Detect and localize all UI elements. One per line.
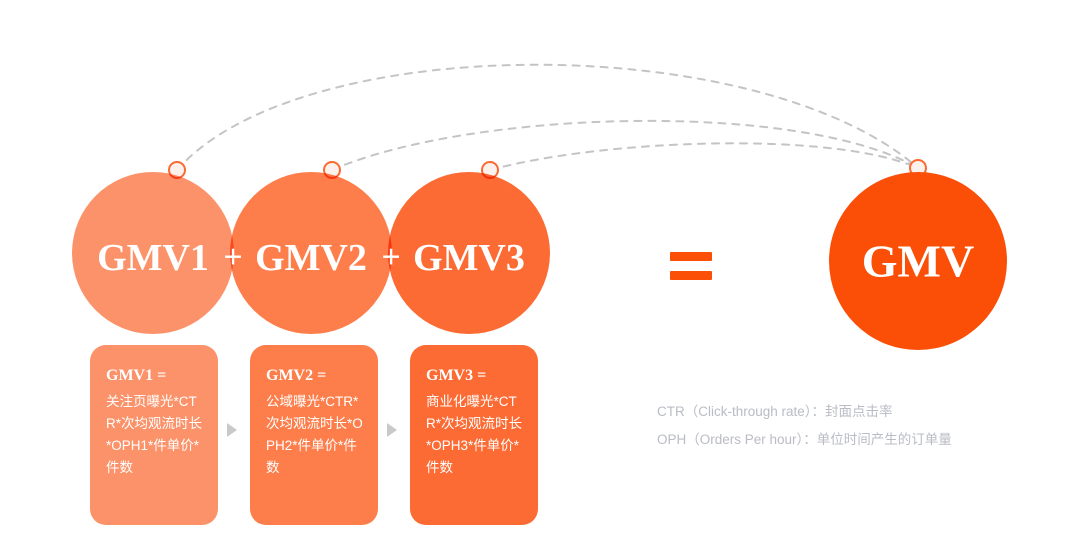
result-label-gmv: GMV [861,235,975,287]
legend-line-ctr: CTR（Click-through rate）：封面点击率 [657,404,893,419]
formula-box-gmv1: GMV1 = 关注页曝光*CTR*次均观流时长*OPH1*件单价*件数 [90,345,218,525]
result-circle-gmv: GMV [829,172,1007,350]
formula-box-gmv3: GMV3 = 商业化曝光*CTR*次均观流时长*OPH3*件单价*件数 [410,345,538,525]
plus-operator-1: + [223,239,243,276]
box-arrow-2 [387,423,397,437]
formula-box-gmv2: GMV2 = 公域曝光*CTR*次均观流时长*OPH2*件单价*件数 [250,345,378,525]
term-circle-gmv1 [72,172,234,334]
term-circle-gmv3 [388,172,550,334]
arc-gmv3-to-gmv [489,142,919,171]
formula-body-gmv3: 商业化曝光*CTR*次均观流时长*OPH3*件单价*件数 [426,394,523,475]
equals-bar-top [670,252,712,261]
formula-body-gmv1: 关注页曝光*CTR*次均观流时长*OPH1*件单价*件数 [106,394,203,475]
legend: CTR（Click-through rate）：封面点击率 OPH（Orders… [657,398,1067,454]
legend-line-oph: OPH（Orders Per hour）：单位时间产生的订单量 [657,432,952,447]
plus-operator-2: + [381,239,401,276]
equals-bar-bottom [670,271,712,280]
box-arrow-1 [227,423,237,437]
formula-body-gmv2: 公域曝光*CTR*次均观流时长*OPH2*件单价*件数 [266,394,363,475]
equals-operator [670,250,712,282]
term-circle-gmv2 [230,172,392,334]
formula-title-gmv1: GMV1 = [106,367,167,384]
formula-title-gmv3: GMV3 = [426,367,487,384]
arc-gmv2-to-gmv [331,119,919,171]
formula-title-gmv2: GMV2 = [266,367,327,384]
arc-gmv1-to-gmv [176,63,919,171]
